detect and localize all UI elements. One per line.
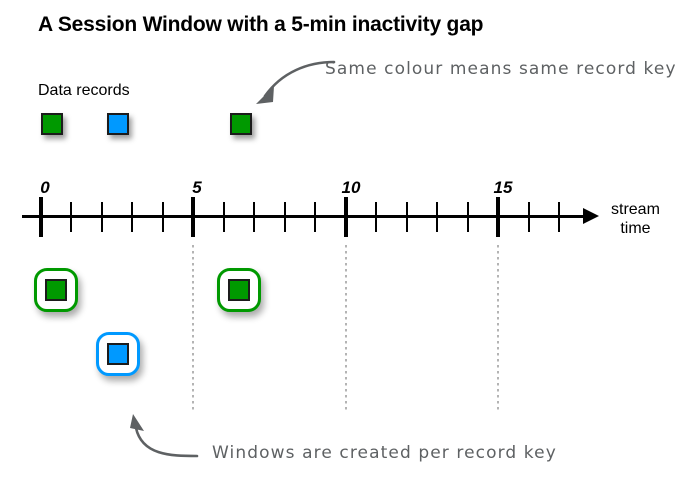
axis-tick-minor — [162, 202, 164, 232]
axis-tick-major-0 — [39, 197, 43, 237]
axis-tick-minor — [314, 202, 316, 232]
axis-tick-minor — [70, 202, 72, 232]
stream-time-caption-line1: stream — [611, 201, 660, 218]
axis-tick-major-5 — [191, 197, 195, 237]
axis-tick-minor — [467, 202, 469, 232]
windowed-record-green-2 — [228, 279, 250, 301]
axis-tick-minor — [436, 202, 438, 232]
page-title: A Session Window with a 5-min inactivity… — [38, 13, 484, 36]
axis-tick-major-15 — [496, 197, 500, 237]
windowed-record-blue-1 — [107, 343, 129, 365]
axis-tick-minor — [375, 202, 377, 232]
data-records-label: Data records — [38, 82, 130, 99]
axis-tick-minor — [223, 202, 225, 232]
stream-time-axis-line — [22, 215, 588, 218]
axis-tick-minor — [131, 202, 133, 232]
axis-tick-minor — [253, 202, 255, 232]
windows-per-key-annotation-text: Windows are created per record key — [212, 443, 557, 463]
windows-per-key-annotation-arrow — [130, 414, 199, 458]
drop-line-15 — [497, 245, 499, 411]
axis-tick-minor — [528, 202, 530, 232]
data-record-square-green-2 — [230, 113, 252, 135]
data-record-square-blue-1 — [107, 113, 129, 135]
drop-line-5 — [192, 245, 194, 411]
stream-time-caption: stream time — [611, 200, 660, 238]
axis-tick-major-10 — [344, 197, 348, 237]
data-record-square-green-1 — [41, 113, 63, 135]
same-colour-annotation-text: Same colour means same record key — [325, 59, 677, 79]
axis-tick-minor — [558, 202, 560, 232]
axis-tick-minor — [101, 202, 103, 232]
axis-label-15: 15 — [493, 178, 513, 197]
session-window-blue-1 — [96, 332, 140, 376]
same-colour-annotation-arrow — [256, 60, 336, 104]
axis-label-10: 10 — [341, 178, 361, 197]
session-window-green-1 — [34, 268, 78, 312]
axis-tick-minor — [284, 202, 286, 232]
axis-tick-minor — [406, 202, 408, 232]
stream-time-axis-arrowhead — [583, 208, 599, 224]
windowed-record-green-1 — [45, 279, 67, 301]
session-window-green-2 — [217, 268, 261, 312]
axis-label-5: 5 — [192, 178, 202, 197]
stream-time-caption-line2: time — [620, 220, 651, 237]
drop-line-10 — [345, 245, 347, 411]
axis-label-0: 0 — [40, 178, 50, 197]
